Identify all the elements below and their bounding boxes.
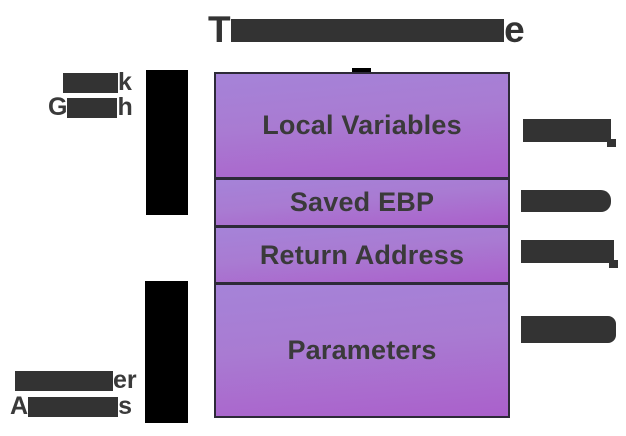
redacted-fragment	[607, 139, 616, 147]
title-redaction-block	[231, 18, 505, 42]
redacted-address-label-saved-ebp	[521, 190, 611, 212]
visible-fragment: k	[118, 68, 132, 96]
stack-cell-saved-ebp: Saved EBP	[216, 177, 508, 225]
visible-fragment: h	[117, 93, 133, 121]
stack-cell-parameters: Parameters	[216, 282, 508, 416]
page-title: T e	[208, 8, 525, 52]
visible-fragment: A	[10, 392, 29, 420]
redacted-address-label-return-address	[521, 240, 618, 268]
cell-label: Local Variables	[262, 110, 462, 140]
visible-fragment: s	[118, 392, 132, 420]
stack-growth-label-line1: k	[63, 68, 132, 97]
redaction-block	[28, 396, 119, 417]
redacted-address-label-parameters	[521, 316, 616, 343]
cell-label: Return Address	[259, 239, 465, 270]
stack-growth-arrow-redacted	[146, 70, 188, 215]
stack-frame-box: Local Variables Saved EBP Return Address…	[214, 72, 510, 418]
redacted-address-label-local-variables	[523, 119, 616, 147]
redaction-block	[15, 370, 113, 391]
stack-cell-local-variables: Local Variables	[216, 74, 508, 177]
cell-label: Parameters	[287, 335, 437, 365]
redacted-fragment	[609, 260, 618, 268]
visible-fragment: er	[113, 366, 137, 394]
stack-growth-label-line2: G h	[48, 93, 133, 122]
title-suffix: e	[504, 9, 526, 50]
stack-cell-return-address: Return Address	[216, 225, 508, 282]
higher-addresses-arrow-redacted	[145, 281, 188, 423]
stack-top-pointer-tick	[352, 68, 371, 74]
title-prefix: T	[208, 9, 232, 50]
redaction-block	[63, 72, 118, 93]
visible-fragment: G	[48, 93, 68, 121]
higher-addresses-label-line1: er	[15, 366, 137, 395]
higher-addresses-label-line2: A s	[10, 392, 132, 421]
cell-label: Saved EBP	[289, 187, 435, 217]
redaction-block	[67, 97, 118, 118]
